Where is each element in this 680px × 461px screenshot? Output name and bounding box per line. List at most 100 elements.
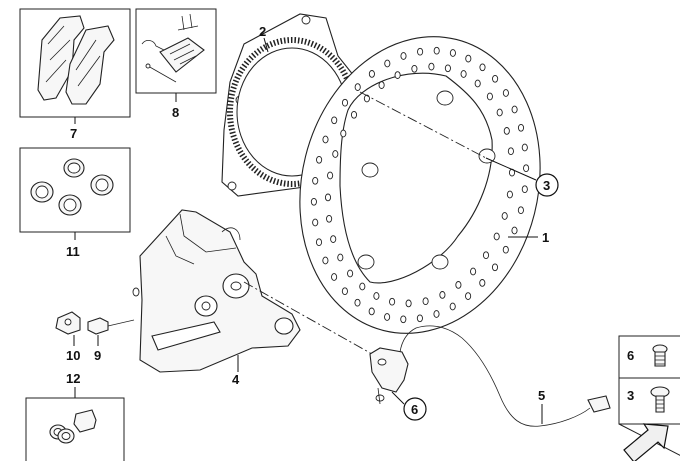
disc-hole (326, 214, 333, 223)
disc-hole (470, 267, 477, 276)
seal-kit-box[interactable] (19, 147, 131, 233)
brake-pads-box[interactable] (19, 8, 131, 118)
disc-hole (479, 63, 486, 72)
brake-pad-right (65, 25, 115, 105)
brake-pad-left (37, 15, 85, 101)
screw-icon[interactable] (652, 344, 668, 367)
disc-hole (341, 98, 349, 107)
disc-hole (521, 185, 528, 194)
disc-hole (384, 313, 391, 321)
disc-hole (422, 297, 429, 306)
disc-hole (332, 150, 339, 158)
disc-hole (330, 235, 337, 243)
callout-6-circle (403, 397, 427, 421)
disc-hole (433, 310, 440, 318)
arrow-icon[interactable] (623, 423, 669, 461)
disc-hole (322, 135, 329, 144)
disc-hole (460, 70, 467, 78)
disc-hole (417, 47, 424, 56)
disc-perforations (310, 46, 530, 324)
screw-icon[interactable] (650, 386, 670, 413)
disc-hole (502, 89, 509, 97)
disc-hole (394, 71, 401, 79)
disc-hole (506, 190, 513, 199)
callout-8: 8 (172, 105, 179, 120)
disc-hole (439, 291, 446, 299)
disc-hole (491, 263, 499, 272)
disc-hole (324, 193, 332, 202)
disc-hole (340, 129, 347, 138)
disc-hole (373, 292, 380, 300)
split-pin (141, 40, 165, 51)
disc-hole (455, 281, 462, 289)
retaining-clip (177, 13, 199, 31)
disc-hole (310, 197, 317, 206)
disc-carrier (339, 72, 493, 284)
legend-6-label: 6 (627, 348, 634, 363)
disc-hole (368, 70, 375, 78)
bleed-cap[interactable] (55, 311, 81, 335)
sensor-cable (399, 325, 591, 427)
disc-hole (322, 256, 329, 265)
sensor-head (369, 347, 409, 393)
callout-12: 12 (66, 371, 80, 386)
box-frame (25, 397, 125, 461)
disc-hole (416, 314, 423, 323)
disc-hole (384, 59, 391, 68)
callout-9: 9 (94, 348, 101, 363)
sensor-connector (587, 395, 611, 413)
disc-hole (433, 46, 440, 55)
callout-4: 4 (232, 372, 240, 387)
disc-hole (347, 269, 354, 278)
pad-kit-box[interactable] (135, 8, 217, 94)
disc-hole (389, 297, 396, 306)
disc-hole (492, 74, 499, 83)
repair-kit-box[interactable] (25, 397, 125, 461)
disc-hole (359, 282, 366, 291)
disc-hole (428, 62, 435, 71)
legend-3-label: 3 (627, 388, 634, 403)
disc-hole (316, 155, 323, 164)
disc-hole (474, 79, 481, 88)
disc-hole (405, 299, 412, 308)
disc-hole (479, 279, 486, 287)
disc-hole (496, 108, 503, 117)
callout-5: 5 (538, 388, 545, 403)
disc-hole (411, 64, 418, 73)
disc-hole (368, 307, 375, 316)
disc-hole (350, 110, 358, 119)
disc-hole (465, 54, 472, 63)
disc-hole (378, 81, 385, 89)
bleed-cap (73, 409, 97, 433)
bleed-valve[interactable] (87, 317, 135, 335)
disc-hole (337, 253, 344, 262)
callout-10: 10 (66, 348, 80, 363)
brake-caliper[interactable] (132, 209, 301, 373)
callout-6: 6 (411, 402, 418, 417)
pad-pin (147, 65, 177, 83)
disc-hole (511, 226, 518, 235)
disc-hole (331, 116, 338, 125)
disc-hole (327, 171, 334, 180)
caliper-slot (151, 321, 221, 351)
disc-hole (315, 238, 323, 247)
disc-hole (341, 287, 348, 296)
disc-hole (354, 298, 361, 307)
callout-2: 2 (259, 24, 266, 39)
disc-hole (517, 206, 524, 215)
disc-hole (449, 302, 456, 311)
disc-hole (503, 127, 510, 135)
callout-3: 3 (543, 178, 550, 193)
disc-hole (331, 273, 338, 281)
disc-hole (521, 143, 528, 152)
disc-hole (517, 123, 525, 132)
disc-hole (511, 105, 518, 114)
disc-hole (501, 212, 508, 220)
brake-disc[interactable] (269, 11, 571, 359)
disc-hole (400, 52, 407, 60)
speed-sensor[interactable] (369, 325, 611, 427)
disc-hole (465, 292, 472, 300)
disc-hole (482, 251, 490, 260)
disc-hole (449, 49, 456, 57)
